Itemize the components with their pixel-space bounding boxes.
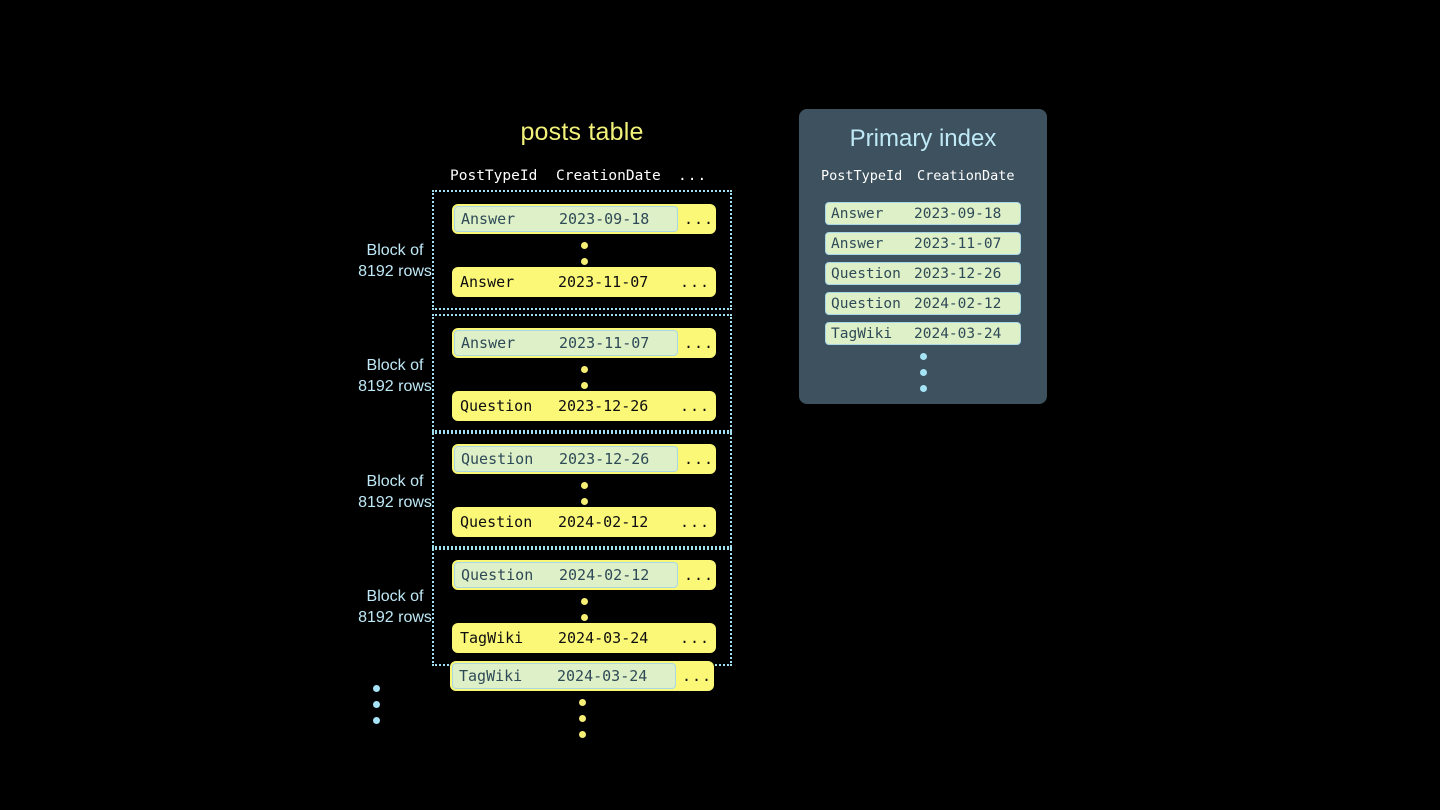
cell-creationdate: 2024-02-12: [559, 566, 650, 584]
cell-posttypeid: TagWiki: [459, 667, 523, 685]
block-label-line1: Block of: [366, 357, 424, 374]
block-label-line2: 8192 rows: [358, 378, 432, 395]
row-highlight-capsule: Question 2024-02-12: [454, 562, 678, 588]
primary-index-panel: Primary index PostTypeId CreationDate An…: [799, 109, 1047, 404]
vertical-ellipsis-index: [916, 353, 930, 392]
cell-posttypeid: Question: [460, 513, 533, 531]
cell-creationdate: 2024-03-24: [557, 667, 648, 685]
block-label-line2: 8192 rows: [358, 263, 432, 280]
cell-creationdate: 2023-09-18: [559, 210, 650, 228]
cell-posttypeid: Question: [831, 265, 901, 282]
cell-more: ...: [680, 397, 711, 415]
row-highlight-capsule: Question 2023-12-26: [454, 446, 678, 472]
cell-creationdate: 2024-02-12: [558, 513, 649, 531]
row-highlight-capsule: Answer 2023-11-07: [454, 330, 678, 356]
cell-posttypeid: TagWiki: [831, 325, 893, 342]
cell-creationdate: 2023-11-07: [559, 334, 650, 352]
cell-creationdate: 2023-12-26: [558, 397, 649, 415]
cell-posttypeid: TagWiki: [460, 629, 524, 647]
cell-creationdate: 2024-02-12: [914, 295, 1002, 312]
vertical-ellipsis-blocks: [369, 685, 383, 724]
block-label-3: Block of 8192 rows: [320, 586, 470, 628]
block-3: Question 2024-02-12 ... TagWiki 2024-03-…: [432, 546, 732, 666]
primary-index-title: Primary index: [849, 125, 997, 152]
cell-creationdate: 2023-12-26: [559, 450, 650, 468]
block-label-2: Block of 8192 rows: [320, 471, 470, 513]
block-label-line1: Block of: [366, 242, 424, 259]
cell-posttypeid: Answer: [831, 235, 884, 252]
cell-creationdate: 2024-03-24: [558, 629, 649, 647]
column-header-posttypeid: PostTypeId: [821, 168, 903, 184]
block-label-line1: Block of: [366, 473, 424, 490]
cell-creationdate: 2023-12-26: [914, 265, 1002, 282]
cell-posttypeid: Answer: [461, 210, 516, 228]
cell-more: ...: [684, 566, 715, 584]
column-header-creationdate: CreationDate: [917, 168, 1015, 184]
cell-more: ...: [682, 667, 713, 685]
row-highlight-capsule: TagWiki 2024-03-24: [452, 663, 676, 689]
cell-posttypeid: Question: [461, 566, 534, 584]
table-row: Question 2024-02-12 ...: [452, 507, 716, 537]
table-row: Answer 2023-09-18 ...: [452, 204, 716, 234]
block-label-1: Block of 8192 rows: [320, 355, 470, 397]
block-0: Answer 2023-09-18 ... Answer 2023-11-07 …: [432, 190, 732, 310]
cell-posttypeid: Answer: [460, 273, 515, 291]
table-row: Answer 2023-11-07 ...: [452, 267, 716, 297]
table-row: TagWiki 2024-03-24 ...: [452, 623, 716, 653]
block-label-0: Block of 8192 rows: [320, 240, 470, 282]
index-row: Question 2024-02-12: [825, 292, 1021, 315]
column-header-posttypeid: PostTypeId: [450, 168, 538, 184]
column-header-more: ...: [678, 168, 708, 184]
cell-posttypeid: Question: [461, 450, 534, 468]
cell-more: ...: [684, 210, 715, 228]
cell-posttypeid: Answer: [831, 205, 884, 222]
posts-table-column-headers: PostTypeId CreationDate ...: [450, 166, 714, 186]
index-row: TagWiki 2024-03-24: [825, 322, 1021, 345]
cell-creationdate: 2023-11-07: [914, 235, 1002, 252]
index-row: Answer 2023-11-07: [825, 232, 1021, 255]
cell-creationdate: 2024-03-24: [914, 325, 1002, 342]
block-1: Answer 2023-11-07 ... Question 2023-12-2…: [432, 314, 732, 434]
block-2: Question 2023-12-26 ... Question 2024-02…: [432, 430, 732, 550]
cell-more: ...: [680, 513, 711, 531]
cell-more: ...: [680, 629, 711, 647]
vertical-ellipsis-bottom: [575, 699, 589, 738]
cell-more: ...: [684, 450, 715, 468]
primary-index-column-headers: PostTypeId CreationDate: [821, 166, 1027, 186]
column-header-creationdate: CreationDate: [556, 168, 661, 184]
table-row: Answer 2023-11-07 ...: [452, 328, 716, 358]
cell-posttypeid: Answer: [461, 334, 516, 352]
cell-posttypeid: Question: [460, 397, 533, 415]
block-label-line1: Block of: [366, 588, 424, 605]
table-row: Question 2023-12-26 ...: [452, 391, 716, 421]
cell-creationdate: 2023-09-18: [914, 205, 1002, 222]
cell-posttypeid: Question: [831, 295, 901, 312]
cell-more: ...: [680, 273, 711, 291]
table-row: Question 2023-12-26 ...: [452, 444, 716, 474]
table-row-trailing: TagWiki 2024-03-24 ...: [450, 661, 714, 691]
block-label-line2: 8192 rows: [358, 494, 432, 511]
block-label-line2: 8192 rows: [358, 609, 432, 626]
index-row: Answer 2023-09-18: [825, 202, 1021, 225]
posts-table-title: posts table: [520, 118, 644, 146]
cell-creationdate: 2023-11-07: [558, 273, 649, 291]
cell-more: ...: [684, 334, 715, 352]
row-highlight-capsule: Answer 2023-09-18: [454, 206, 678, 232]
table-row: Question 2024-02-12 ...: [452, 560, 716, 590]
index-row: Question 2023-12-26: [825, 262, 1021, 285]
